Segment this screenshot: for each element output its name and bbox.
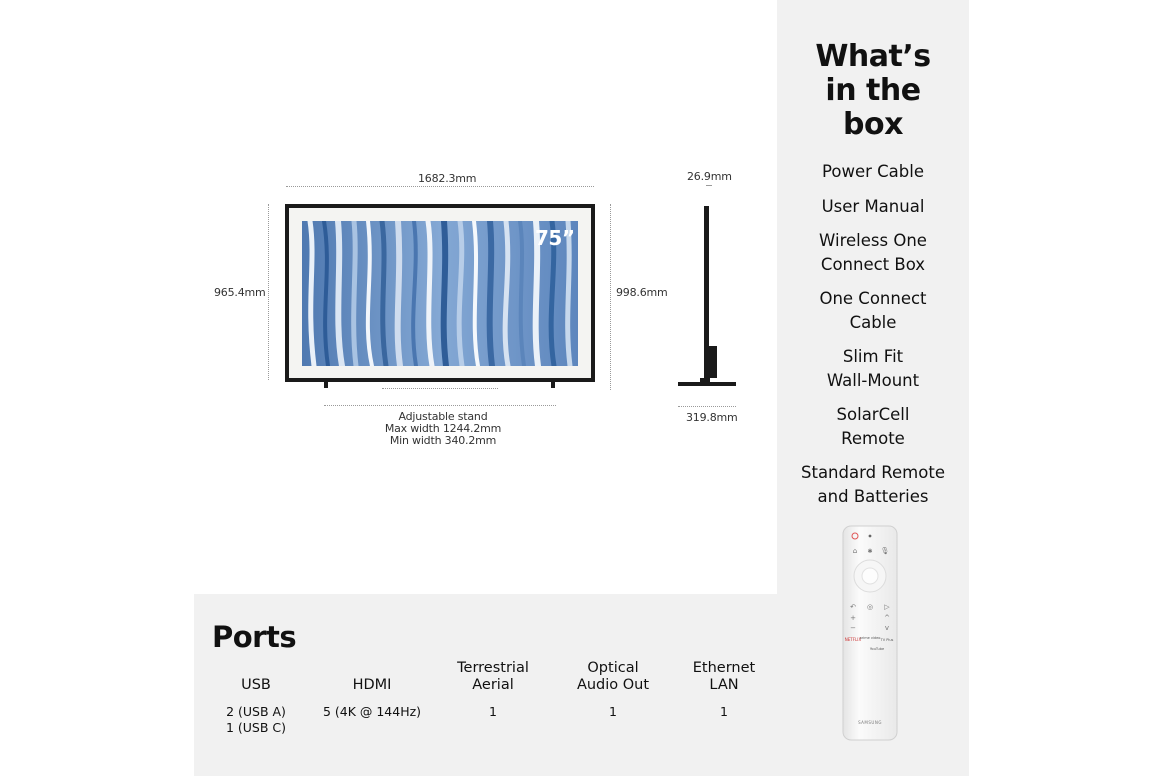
stand-width-line (324, 405, 556, 406)
svg-text:−: − (850, 624, 856, 632)
port-value: 5 (4K @ 144Hz) (312, 704, 432, 720)
remote-brand-logo: SAMSUNG (858, 720, 882, 725)
box-item-text: User Manual (821, 196, 925, 216)
port-name: Terrestrial Aerial (448, 660, 538, 694)
box-item-power-cable: Power Cable (777, 160, 969, 184)
port-value-text: 2 (USB A) (226, 704, 286, 719)
box-item-text: Remote (841, 428, 905, 448)
port-value: 1 (680, 704, 768, 720)
port-value-text: 1 (609, 704, 617, 719)
box-item-user-manual: User Manual (777, 195, 969, 219)
svg-text:◎: ◎ (867, 603, 873, 611)
port-value-text: 1 (USB C) (225, 720, 287, 735)
tv-height-label: 965.4mm (214, 286, 266, 299)
title-line-3: box (843, 107, 903, 142)
tv-front-diagram: 1682.3mm 965.4mm 998.6mm (200, 160, 680, 460)
port-value: 1 (448, 704, 538, 720)
port-name-text: HDMI (352, 677, 392, 693)
screen-size-badge: 75” (535, 226, 575, 250)
tv-width-line (286, 186, 594, 187)
remote-youtube-button: YouTube (870, 647, 884, 651)
box-item-text: Cable (849, 312, 897, 332)
port-optical: Optical Audio Out 1 (568, 660, 658, 720)
svg-text:⌂: ⌂ (853, 547, 857, 555)
port-name-text: LAN (709, 677, 739, 693)
title-line-1: What’s (815, 39, 931, 74)
stand-depth-label: 319.8mm (686, 411, 738, 424)
port-name: Ethernet LAN (680, 660, 768, 694)
port-name-text: Aerial (472, 677, 514, 693)
tv-height-stand-line (610, 204, 611, 390)
port-hdmi: HDMI 5 (4K @ 144Hz) (312, 660, 432, 720)
box-item-text: Connect Box (820, 254, 926, 274)
port-name-text: Optical (587, 660, 639, 676)
svg-text:🎙: 🎙 (881, 547, 890, 555)
tv-frame: 75” (285, 204, 595, 382)
stand-depth-line (678, 406, 736, 407)
box-item-text: Wireless One (819, 231, 927, 250)
stand-info: Adjustable stand Max width 1244.2mm Min … (360, 411, 526, 447)
remote-prime-button: prime video (860, 636, 881, 640)
port-aerial: Terrestrial Aerial 1 (448, 660, 538, 720)
port-name: HDMI (312, 660, 432, 694)
stand-foot-right (551, 380, 555, 388)
box-item-text: One Connect (819, 289, 927, 308)
svg-text:✱: ✱ (867, 548, 872, 555)
port-value-text: 1 (720, 704, 728, 719)
stand-inner-line (382, 388, 498, 389)
tv-mat: 75” (289, 208, 591, 378)
svg-text:▷: ▷ (884, 603, 890, 611)
box-item-text: Wall-Mount (826, 370, 920, 390)
remote-illustration: ⌂ ✱ 🎙 ↶ ◎ ▷ + ^ − v NETFLIX prime video … (842, 525, 898, 741)
tv-height-line (268, 204, 269, 380)
tv-artwork (302, 221, 578, 366)
tv-depth-tick (706, 185, 712, 186)
box-item-wall-mount: Slim Fit Wall-Mount (777, 345, 969, 392)
port-name-text: Audio Out (576, 677, 650, 693)
port-name-text: Terrestrial (457, 660, 529, 676)
in-the-box-panel: What’s in the box Power Cable User Manua… (777, 0, 969, 776)
port-value-text: 1 (489, 704, 497, 719)
title-line-2: in the (825, 73, 921, 108)
port-value-text: 5 (4K @ 144Hz) (322, 704, 422, 719)
port-value: 2 (USB A) 1 (USB C) (216, 704, 296, 736)
box-item-standard-remote: Standard Remote and Batteries (777, 461, 969, 508)
port-name: Optical Audio Out (568, 660, 658, 694)
svg-text:↶: ↶ (850, 603, 856, 611)
stand-line-1: Adjustable stand (398, 410, 488, 423)
tv-side-profile (678, 206, 736, 386)
port-usb: USB 2 (USB A) 1 (USB C) (216, 660, 296, 736)
box-item-text: SolarCell (836, 405, 910, 424)
port-name: USB (216, 660, 296, 694)
port-name-text: Ethernet (692, 660, 756, 676)
port-name-text: USB (241, 677, 271, 693)
svg-text:^: ^ (884, 614, 890, 622)
in-the-box-list: Power Cable User Manual Wireless One Con… (777, 160, 969, 519)
stand-line-2: Max width 1244.2mm (384, 422, 502, 435)
box-item-one-connect-box: Wireless One Connect Box (777, 229, 969, 276)
tv-height-stand-label: 998.6mm (616, 286, 668, 299)
port-ethernet: Ethernet LAN 1 (680, 660, 768, 720)
remote-netflix-button: NETFLIX (845, 637, 862, 642)
remote-tvplus-button: TV Plus (880, 638, 894, 642)
tv-width-label: 1682.3mm (418, 172, 477, 185)
svg-text:v: v (885, 624, 889, 632)
ports-title: Ports (212, 620, 297, 654)
box-item-text: Standard Remote (801, 463, 945, 482)
box-item-text: Slim Fit (842, 347, 904, 366)
box-item-text: and Batteries (817, 486, 929, 506)
port-value: 1 (568, 704, 658, 720)
stand-foot-left (324, 380, 328, 388)
in-the-box-title: What’s in the box (777, 40, 969, 142)
ports-panel: Ports USB 2 (USB A) 1 (USB C) HDMI 5 (4K… (194, 594, 777, 776)
box-item-one-connect-cable: One Connect Cable (777, 287, 969, 334)
svg-text:+: + (850, 614, 856, 622)
stand-line-3: Min width 340.2mm (389, 434, 497, 447)
box-item-text: Power Cable (822, 162, 924, 181)
tv-side-diagram: 26.9mm 319.8mm (670, 160, 750, 440)
tv-depth-label: 26.9mm (687, 170, 732, 183)
box-item-solarcell-remote: SolarCell Remote (777, 403, 969, 450)
